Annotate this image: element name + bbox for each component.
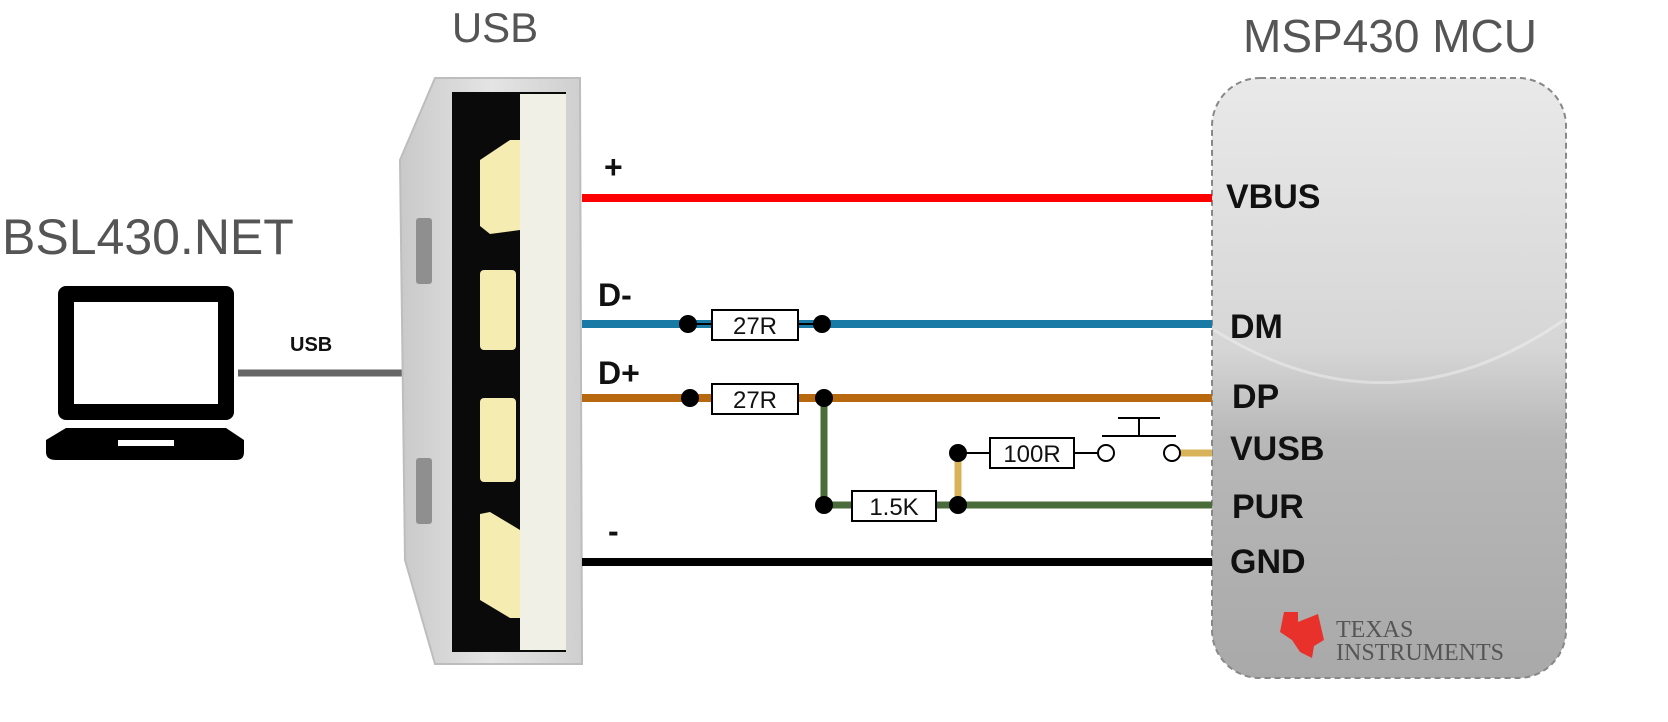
- pin-dp-label: DP: [1232, 378, 1279, 416]
- pushbutton-switch-icon: [1097, 417, 1181, 462]
- resistor-dm-value: 27R: [733, 313, 777, 340]
- pin-dm-label: DM: [1230, 308, 1283, 346]
- signal-dplus-label: D+: [598, 355, 640, 391]
- ti-logo-line2: INSTRUMENTS: [1336, 640, 1504, 666]
- signal-plus-label: +: [604, 149, 623, 185]
- resistor-dm: 27R: [711, 309, 799, 341]
- resistor-dp-value: 27R: [733, 387, 777, 414]
- cable-label: USB: [290, 334, 332, 356]
- pin-pur-label: PUR: [1232, 488, 1304, 526]
- junction-dots: [679, 315, 967, 514]
- pin-gnd-label: GND: [1230, 543, 1306, 581]
- mcu-block: [1211, 77, 1567, 679]
- signal-minus-label: -: [608, 513, 619, 549]
- resistor-dp: 27R: [711, 383, 799, 415]
- usb-connector-icon: [398, 77, 584, 665]
- mcu-title: MSP430 MCU: [1243, 10, 1537, 62]
- pin-vusb-label: VUSB: [1230, 430, 1324, 468]
- connector-title: USB: [452, 4, 538, 51]
- resistor-bsl-value: 100R: [1003, 441, 1060, 468]
- texas-instruments-logo: TEXAS INSTRUMENTS: [1280, 612, 1504, 666]
- resistor-pullup: 1.5K: [851, 490, 937, 522]
- ti-logo-line1: TEXAS: [1336, 617, 1413, 643]
- laptop-icon: [46, 286, 244, 460]
- signal-dminus-label: D-: [598, 277, 632, 313]
- host-title: BSL430.NET: [2, 209, 294, 265]
- pin-vbus-label: VBUS: [1226, 178, 1320, 216]
- resistor-pullup-value: 1.5K: [869, 494, 918, 521]
- resistor-bsl: 100R: [989, 437, 1075, 469]
